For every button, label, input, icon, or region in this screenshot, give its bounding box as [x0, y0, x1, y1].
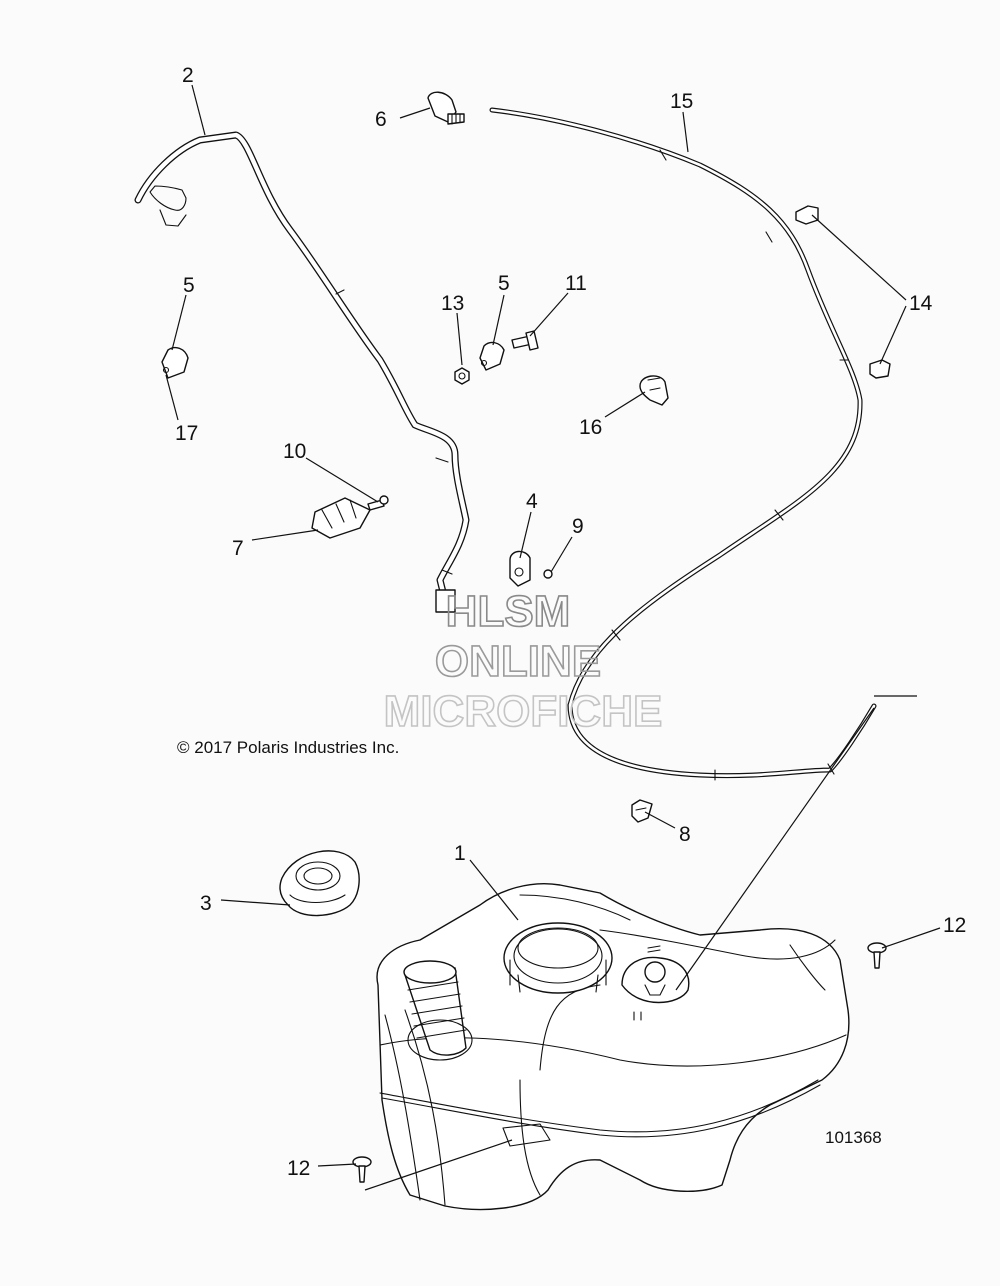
- callout-13: 13: [441, 292, 464, 315]
- vent-line: [489, 107, 877, 781]
- vent-hose: [134, 131, 470, 613]
- callout-12-right: 12: [943, 914, 966, 937]
- callout-7: 7: [232, 537, 244, 560]
- callout-11: 11: [565, 272, 587, 295]
- watermark-line-1: HLSM: [446, 587, 571, 636]
- clip-8: [631, 799, 653, 823]
- callout-1: 1: [454, 842, 466, 865]
- copyright-notice: © 2017 Polaris Industries Inc.: [177, 738, 399, 757]
- clamp-5-left: [161, 346, 189, 379]
- push-pin-12-left: [352, 1156, 372, 1183]
- screw-9: [543, 569, 553, 579]
- fuel-tank: [376, 883, 850, 1211]
- nut-13: [454, 367, 470, 385]
- watermark-line-2: ONLINE: [435, 637, 601, 686]
- clip-14-upper: [795, 205, 819, 225]
- callout-15: 15: [670, 90, 693, 113]
- callout-labels: 1 2 3 4 5 5 6 7 8 9 10 11 12 12 13 14 15…: [175, 64, 966, 1180]
- callout-12-left: 12: [287, 1157, 310, 1180]
- callout-10: 10: [283, 440, 306, 463]
- diagram-id: 101368: [825, 1128, 882, 1147]
- watermark: HLSM ONLINE MICROFICHE: [383, 586, 663, 737]
- callout-5-left: 5: [183, 274, 195, 297]
- bracket-7: [311, 497, 371, 539]
- leader-lines: [165, 84, 941, 1191]
- clamp-5-center: [479, 341, 505, 371]
- callout-5-center: 5: [498, 272, 510, 295]
- fitting-6: [427, 91, 465, 125]
- fuel-cap: [279, 850, 360, 917]
- callout-9: 9: [572, 515, 584, 538]
- clamp-4: [509, 550, 531, 587]
- callout-3: 3: [200, 892, 212, 915]
- bolt-11: [511, 330, 539, 351]
- callout-16: 16: [579, 416, 602, 439]
- push-pin-12-right: [867, 942, 887, 969]
- callout-14: 14: [909, 292, 933, 315]
- callout-8: 8: [679, 823, 691, 846]
- callout-4: 4: [526, 490, 538, 513]
- callout-6: 6: [375, 108, 387, 131]
- callout-17: 17: [175, 422, 198, 445]
- callout-2: 2: [182, 64, 194, 87]
- clip-16: [639, 375, 669, 406]
- watermark-line-3: MICROFICHE: [384, 687, 663, 736]
